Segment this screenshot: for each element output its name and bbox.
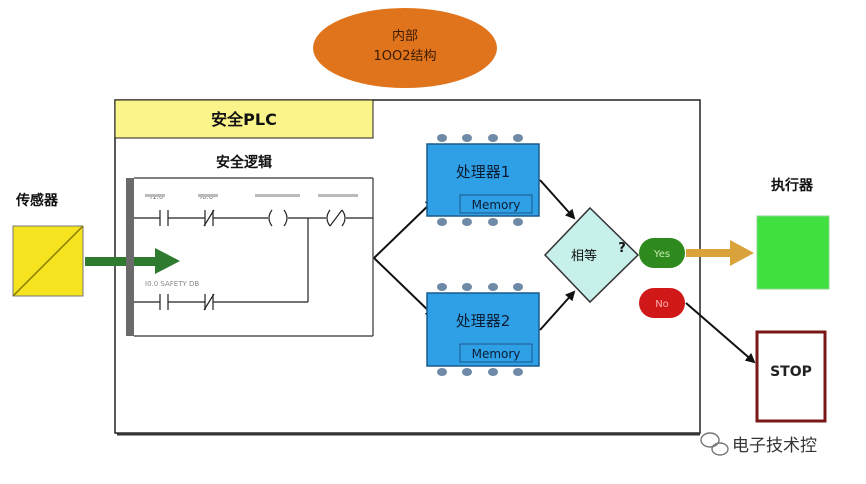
safety-plc-title-bar bbox=[114, 99, 374, 139]
architecture-ellipse-shape bbox=[313, 8, 497, 88]
compare-diamond: 相等 ? bbox=[543, 206, 640, 304]
compare-label: 相等 bbox=[571, 248, 597, 264]
processor1-pins bbox=[437, 134, 523, 226]
safety-logic-title: 安全逻辑 bbox=[216, 154, 272, 171]
processor1-name: 处理器1 bbox=[456, 163, 511, 181]
ladder-rung-1 bbox=[134, 209, 373, 227]
architecture-label-line2: 1OO2结构 bbox=[373, 49, 436, 64]
yes-label: Yes bbox=[653, 249, 670, 260]
rung2-label: I0.0 SAFETY DB bbox=[145, 280, 199, 288]
no-label: No bbox=[655, 299, 669, 310]
sensor: 传感器 bbox=[12, 192, 84, 297]
watermark-text: 电子技术控 bbox=[732, 436, 817, 456]
yes-indicator: Yes bbox=[639, 238, 685, 268]
processor2-memory-label: Memory bbox=[472, 347, 521, 361]
actuator: 执行器 bbox=[756, 177, 830, 290]
sensor-arrow-head bbox=[155, 248, 180, 274]
stop-box: STOP bbox=[755, 330, 827, 423]
processor-2: 处理器2 Memory bbox=[426, 283, 540, 376]
yes-arrow-head bbox=[730, 240, 754, 266]
processor2-pins bbox=[437, 283, 523, 376]
processor2-memory-box bbox=[459, 343, 533, 363]
processor2-to-compare-arrow bbox=[539, 290, 576, 331]
watermark: 电子技术控 bbox=[700, 432, 817, 456]
stop-label: STOP bbox=[770, 364, 812, 380]
sensor-diagonal bbox=[12, 225, 84, 297]
architecture-ellipse: 内部 1OO2结构 bbox=[313, 8, 497, 88]
compare-diamond-shape bbox=[543, 206, 640, 304]
logic-to-processor2-arrow bbox=[373, 257, 436, 318]
processor1-to-compare-arrow bbox=[539, 179, 576, 220]
ladder-power-rail bbox=[126, 178, 134, 336]
sensor-arrow-shaft bbox=[85, 257, 157, 266]
yes-to-actuator-arrow bbox=[686, 240, 754, 266]
processor1-memory-box bbox=[459, 194, 533, 214]
yes-arrow-shaft bbox=[686, 249, 732, 257]
stop-box-frame bbox=[755, 330, 827, 423]
ladder-rung-2 bbox=[134, 218, 309, 311]
architecture-label-line1: 内部 bbox=[392, 28, 418, 44]
actuator-box bbox=[756, 215, 830, 290]
safety-plc-title: 安全PLC bbox=[211, 110, 277, 129]
processor-1: 处理器1 Memory bbox=[426, 134, 540, 226]
actuator-label: 执行器 bbox=[771, 177, 814, 194]
safety-logic: 安全逻辑 I1.0 I0.0 bbox=[126, 154, 374, 337]
no-to-stop-arrow bbox=[685, 302, 756, 364]
yes-pill bbox=[639, 238, 685, 268]
sensor-label: 传感器 bbox=[15, 192, 59, 209]
ladder-rung1-label-bars bbox=[145, 194, 358, 197]
logic-to-processor1-arrow bbox=[373, 198, 436, 259]
sensor-input-arrow bbox=[85, 248, 180, 274]
no-pill bbox=[639, 288, 685, 318]
processor2-name: 处理器2 bbox=[456, 312, 511, 330]
processor1-memory-label: Memory bbox=[472, 198, 521, 212]
wechat-icon bbox=[700, 432, 729, 456]
compare-question-mark: ? bbox=[618, 241, 626, 256]
no-indicator: No bbox=[639, 288, 685, 318]
